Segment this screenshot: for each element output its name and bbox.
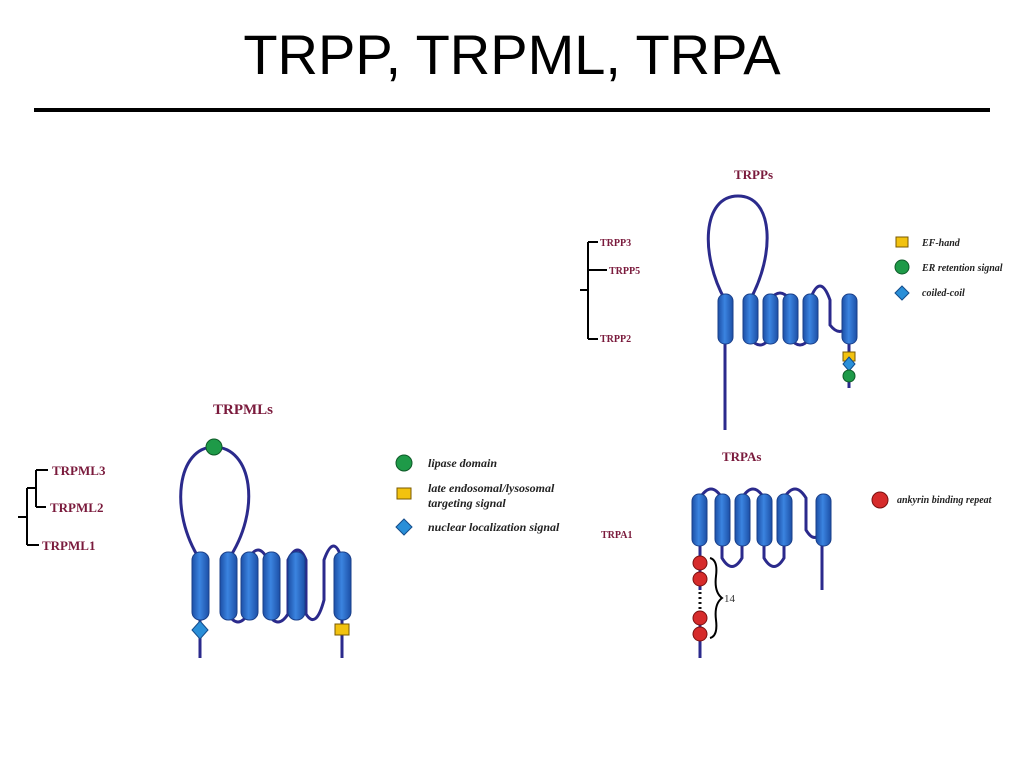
lipase-legend-symbol — [395, 454, 413, 472]
trpa-channel-topology: 14 — [691, 487, 832, 658]
endosomal-legend-label-line2: targeting signal — [428, 496, 506, 510]
trpml-legend: lipase domain late endosomal/lysosomal t… — [395, 454, 560, 536]
trpa-helix-6 — [815, 493, 832, 547]
ankyrin-legend-symbol — [871, 491, 889, 509]
trpp-helix-3 — [762, 293, 779, 345]
trpa-repeat-count: 14 — [724, 593, 736, 605]
trpml-panel: TRPMLs TRPML3 TRPML2 TRPML1 l — [18, 402, 560, 658]
trpa-member-label: TRPA1 — [601, 530, 632, 541]
ef-hand-legend-symbol — [895, 236, 909, 248]
trpp-channel-topology — [706, 194, 858, 430]
trpp-panel: TRPPs TRPP3 TRPP5 TRPP2 EF-ha — [580, 167, 1003, 430]
endosomal-legend-symbol — [396, 487, 412, 500]
trpml-tree-label-trpml3: TRPML3 — [52, 463, 106, 478]
trpml-helix-1 — [191, 551, 210, 621]
trpp-helix-6 — [841, 293, 858, 345]
trpp-tree-label-trpp5: TRPP5 — [609, 266, 640, 277]
trpml-lipase-marker — [205, 438, 223, 456]
trpp-helix-2 — [742, 293, 759, 345]
trpml-tree-label-trpml2: TRPML2 — [50, 500, 103, 515]
nuclear-localization-legend-label: nuclear localization signal — [428, 520, 560, 534]
ankyrin-repeat-marker — [692, 571, 708, 587]
trpml-endosomal-targeting-marker — [334, 623, 350, 636]
ef-hand-legend-label: EF-hand — [921, 238, 961, 249]
title-divider — [34, 108, 990, 112]
ankyrin-repeat-marker — [692, 626, 708, 642]
trpa-legend: ankyrin binding repeat — [871, 491, 993, 509]
trpp-heading: TRPPs — [734, 167, 773, 182]
trpml-nuclear-localization-marker — [191, 620, 209, 640]
trpml-helix-5 — [287, 551, 306, 621]
lipase-legend-label: lipase domain — [428, 456, 497, 470]
slide-title: TRPP, TRPML, TRPA — [243, 23, 781, 86]
ankyrin-repeat-marker — [692, 555, 708, 571]
trpa-helix-5 — [776, 493, 793, 547]
trpa-helix-4 — [756, 493, 773, 547]
trpml-tree-label-trpml1: TRPML1 — [42, 538, 95, 553]
coiled-coil-legend-label: coiled-coil — [922, 288, 965, 299]
trpp-helix-4 — [782, 293, 799, 345]
trpa-helix-2 — [714, 493, 731, 547]
nuclear-localization-legend-symbol — [395, 518, 413, 536]
er-retention-legend-symbol — [894, 259, 910, 275]
trpp-tree — [580, 241, 607, 340]
trpml-helix-3 — [240, 551, 259, 621]
trpp-er-retention-marker — [842, 369, 856, 383]
trpp-tree-label-trpp3: TRPP3 — [600, 238, 631, 249]
er-retention-legend-label: ER retention signal — [921, 263, 1003, 274]
trpa-ankyrin-repeats — [692, 555, 708, 642]
trpml-helix-6 — [333, 551, 352, 621]
trpa-helix-3 — [734, 493, 751, 547]
trpa-helix-1 — [691, 493, 708, 547]
trpml-helix-4 — [262, 551, 281, 621]
trpp-helix-5 — [802, 293, 819, 345]
trpa-heading: TRPAs — [722, 449, 761, 464]
trpp-legend: EF-hand ER retention signal coiled-coil — [894, 236, 1003, 301]
endosomal-legend-label: late endosomal/lysosomal — [428, 481, 555, 495]
trpp-helices — [717, 293, 858, 345]
trpp-helix-1 — [717, 293, 734, 345]
trpml-tree — [18, 469, 48, 546]
trpa-helices — [691, 493, 832, 547]
trpml-helix-2 — [219, 551, 238, 621]
trpml-heading: TRPMLs — [213, 402, 273, 418]
trpml-helices — [191, 551, 352, 621]
trpp-tree-label-trpp2: TRPP2 — [600, 334, 631, 345]
trpml-channel-topology — [179, 438, 352, 658]
trpa-repeat-brace — [709, 557, 724, 639]
ankyrin-repeat-marker — [692, 610, 708, 626]
trpa-panel: TRPAs TRPA1 14 — [601, 449, 993, 658]
coiled-coil-legend-symbol — [894, 285, 910, 301]
ankyrin-legend-label: ankyrin binding repeat — [897, 495, 993, 506]
